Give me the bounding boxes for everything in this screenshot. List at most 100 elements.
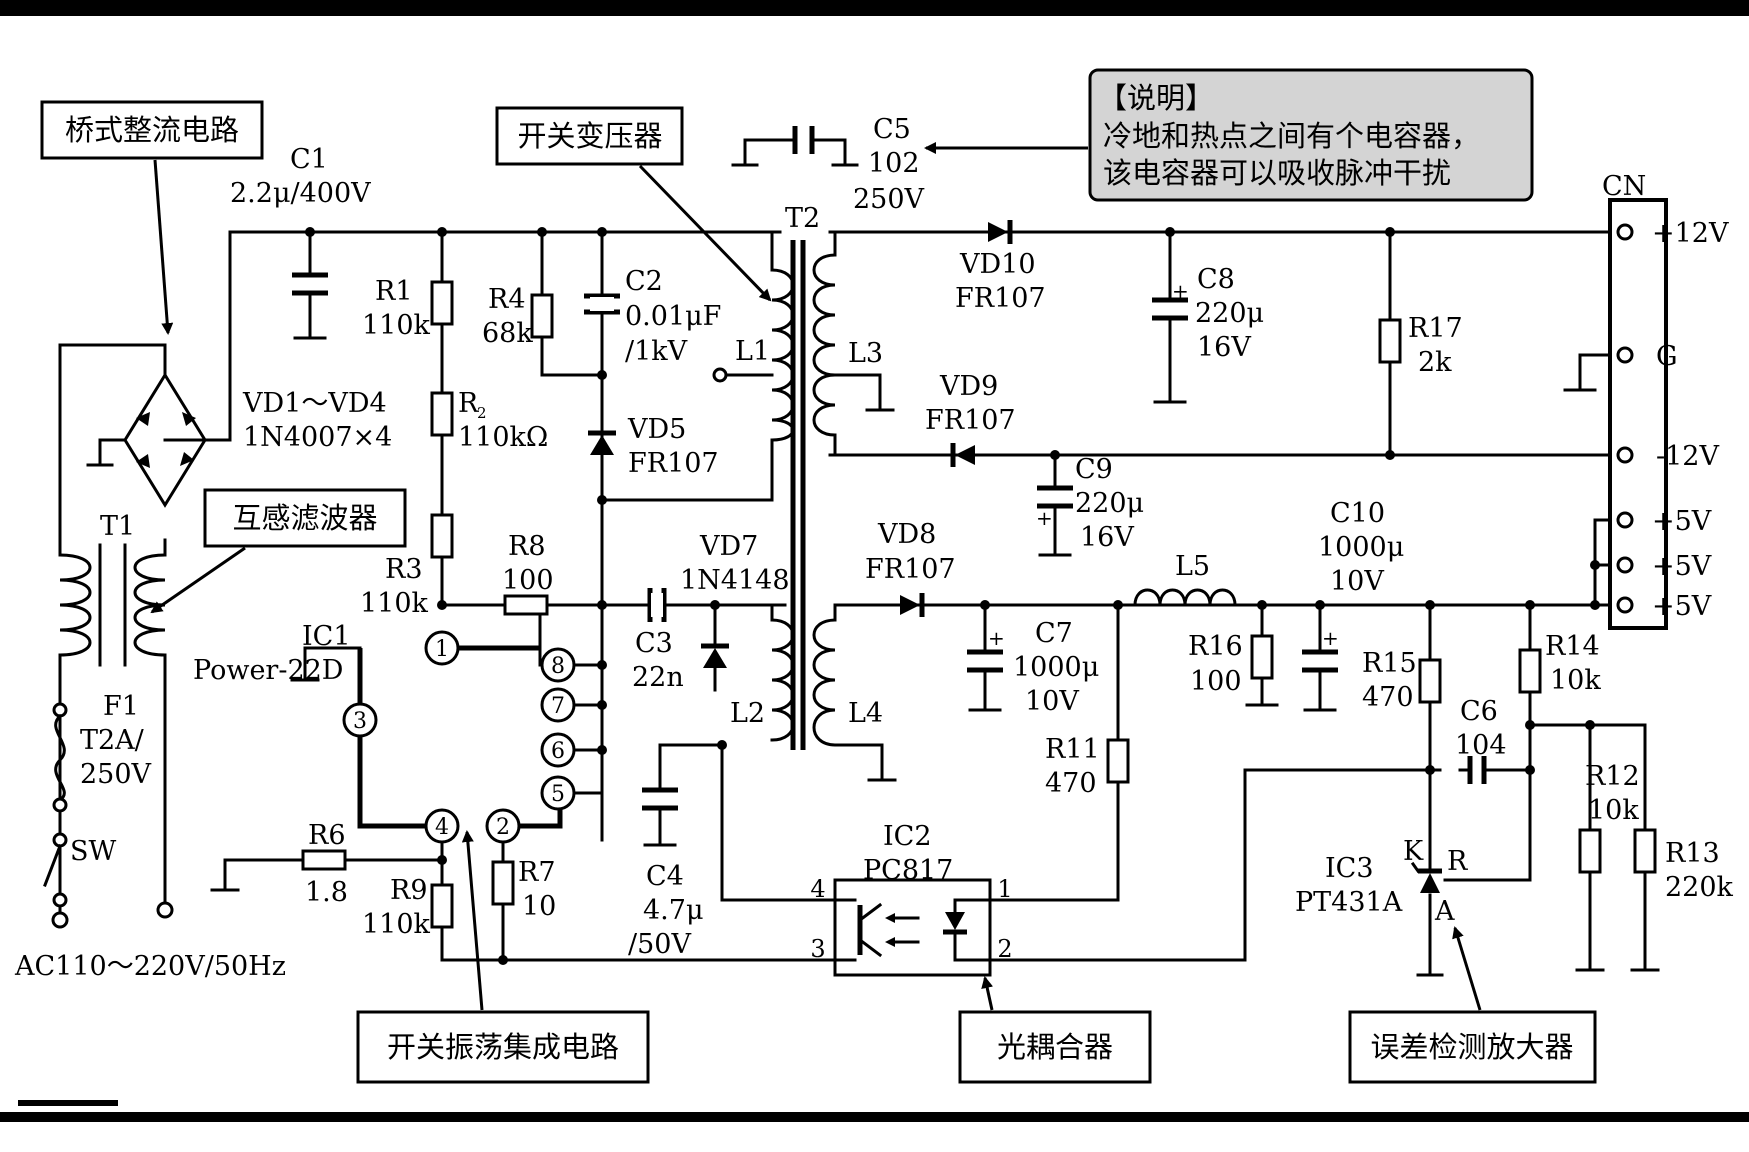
resistor-r11 bbox=[1106, 738, 1130, 784]
label-c7-voltage: 10V bbox=[1025, 686, 1079, 717]
label-l1: L1 bbox=[735, 336, 770, 367]
label-c10: C10 bbox=[1330, 498, 1385, 529]
label-ic1-part: Power-22D bbox=[193, 655, 343, 686]
label-r8-value: 100 bbox=[502, 565, 554, 596]
inductor-l5 bbox=[1133, 588, 1237, 607]
capacitor-c2 bbox=[584, 293, 620, 315]
ic1-pin-5: 5 bbox=[551, 782, 565, 807]
label-out-p12: +12V bbox=[1652, 218, 1729, 249]
label-c6-value: 104 bbox=[1455, 730, 1507, 761]
label-ic3-part: PT431A bbox=[1295, 887, 1403, 918]
label-r15-value: 470 bbox=[1362, 682, 1414, 713]
label-out-p5-a: +5V bbox=[1652, 506, 1712, 537]
label-r1: R1 bbox=[375, 276, 413, 307]
diode-vd8 bbox=[900, 593, 925, 617]
ic3-shunt-regulator bbox=[1410, 861, 1442, 893]
ic1-body bbox=[357, 645, 563, 829]
label-r11-value: 470 bbox=[1045, 768, 1097, 799]
label-r2-sub: 2 bbox=[477, 404, 487, 422]
diode-vd5 bbox=[588, 430, 616, 455]
label-l5: L5 bbox=[1175, 551, 1210, 582]
capacitor-c7 bbox=[967, 649, 1003, 673]
label-c5: C5 bbox=[873, 114, 911, 145]
label-r9-value: 110k bbox=[362, 909, 431, 940]
resistor-r4 bbox=[530, 293, 554, 339]
svg-text:+: + bbox=[1172, 279, 1189, 303]
label-t1: T1 bbox=[100, 511, 135, 542]
resistor-r17 bbox=[1378, 318, 1402, 364]
label-vd1-vd4: VD1～VD4 bbox=[242, 388, 387, 419]
label-c1: C1 bbox=[290, 144, 328, 175]
ic1-pin-7: 7 bbox=[551, 694, 565, 719]
label-r12-value: 10k bbox=[1588, 795, 1639, 826]
label-vd8-part: FR107 bbox=[865, 554, 956, 585]
callout-arrows bbox=[150, 142, 1482, 1011]
svg-text:+: + bbox=[1036, 506, 1053, 530]
callout-error-amp-box bbox=[1348, 1010, 1597, 1084]
label-c9: C9 bbox=[1075, 454, 1113, 485]
label-c9-voltage: 16V bbox=[1080, 522, 1134, 553]
ic-pin-numbers: 1 2 3 4 5 6 7 8 4 3 1 2 bbox=[353, 637, 1013, 963]
ic2-pin-1: 1 bbox=[997, 875, 1012, 903]
callout-error-amp-text: 误差检测放大器 bbox=[1370, 1030, 1573, 1064]
callout-bridge-box bbox=[40, 100, 264, 160]
label-r1-value: 110k bbox=[362, 310, 431, 341]
ic2-pin-4: 4 bbox=[810, 875, 825, 903]
label-c10-voltage: 10V bbox=[1330, 566, 1384, 597]
polarity-marks: + + + + bbox=[988, 279, 1339, 650]
ic1-pin-2: 2 bbox=[496, 815, 510, 840]
callout-note-title: 【说明】 bbox=[1098, 81, 1214, 115]
label-r2: R bbox=[458, 388, 479, 419]
capacitor-c1 bbox=[292, 272, 328, 296]
label-ic1: IC1 bbox=[302, 621, 351, 652]
label-r3: R3 bbox=[385, 554, 423, 585]
label-r12: R12 bbox=[1585, 761, 1640, 792]
callout-optocoupler-box bbox=[958, 1010, 1152, 1084]
ic2-pin-2: 2 bbox=[997, 935, 1012, 963]
resistor-r12 bbox=[1578, 828, 1602, 874]
ic1-pin-4: 4 bbox=[435, 815, 449, 840]
resistor-r9 bbox=[430, 883, 454, 929]
label-c7-value: 1000μ bbox=[1013, 652, 1099, 683]
label-r2-value: 110kΩ bbox=[458, 422, 548, 453]
label-f1: F1 bbox=[103, 691, 139, 722]
label-r11: R11 bbox=[1045, 734, 1100, 765]
label-r17-value: 2k bbox=[1418, 347, 1452, 378]
label-ic3-pin-a: A bbox=[1434, 896, 1455, 927]
resistor-r13 bbox=[1633, 828, 1657, 874]
label-c5-voltage: 250V bbox=[853, 184, 925, 215]
callout-optocoupler-text: 光耦合器 bbox=[997, 1030, 1113, 1064]
label-l4: L4 bbox=[848, 698, 883, 729]
label-sw: SW bbox=[70, 836, 116, 867]
ic1-pins bbox=[342, 630, 576, 844]
capacitor-c10 bbox=[1302, 649, 1338, 673]
top-border bbox=[0, 0, 1749, 16]
label-vd9: VD9 bbox=[939, 371, 998, 402]
resistor-r15 bbox=[1418, 658, 1442, 704]
label-r14: R14 bbox=[1545, 631, 1600, 662]
component-labels: C1 2.2μ/400V VD1～VD4 1N4007×4 T1 F1 T2A/… bbox=[14, 114, 1734, 982]
label-r17: R17 bbox=[1408, 313, 1463, 344]
label-c2: C2 bbox=[625, 266, 663, 297]
label-vd7-part: 1N4148 bbox=[680, 565, 790, 596]
label-r7: R7 bbox=[518, 857, 556, 888]
label-vd5-part: FR107 bbox=[628, 448, 719, 479]
label-ic3-pin-k: K bbox=[1403, 836, 1424, 867]
bottom-border bbox=[0, 1112, 1749, 1122]
capacitor-c6 bbox=[1467, 756, 1487, 784]
svg-text:+: + bbox=[988, 626, 1005, 650]
label-f1-rating: T2A/ bbox=[80, 725, 145, 756]
label-r16-value: 100 bbox=[1190, 666, 1242, 697]
label-r6-value: 1.8 bbox=[305, 877, 348, 908]
callout-switch-ic-box bbox=[356, 1010, 650, 1084]
resistors-r1-r3 bbox=[430, 280, 454, 559]
label-c4-voltage: /50V bbox=[628, 929, 691, 960]
label-c4-value: 4.7μ bbox=[643, 895, 704, 926]
resistor-r16 bbox=[1250, 634, 1274, 680]
label-c5-value: 102 bbox=[868, 148, 920, 179]
capacitor-c8 bbox=[1152, 297, 1188, 321]
ic1-pin-6: 6 bbox=[551, 739, 565, 764]
callout-transformer-text: 开关变压器 bbox=[517, 119, 662, 153]
label-c10-value: 1000μ bbox=[1318, 532, 1404, 563]
